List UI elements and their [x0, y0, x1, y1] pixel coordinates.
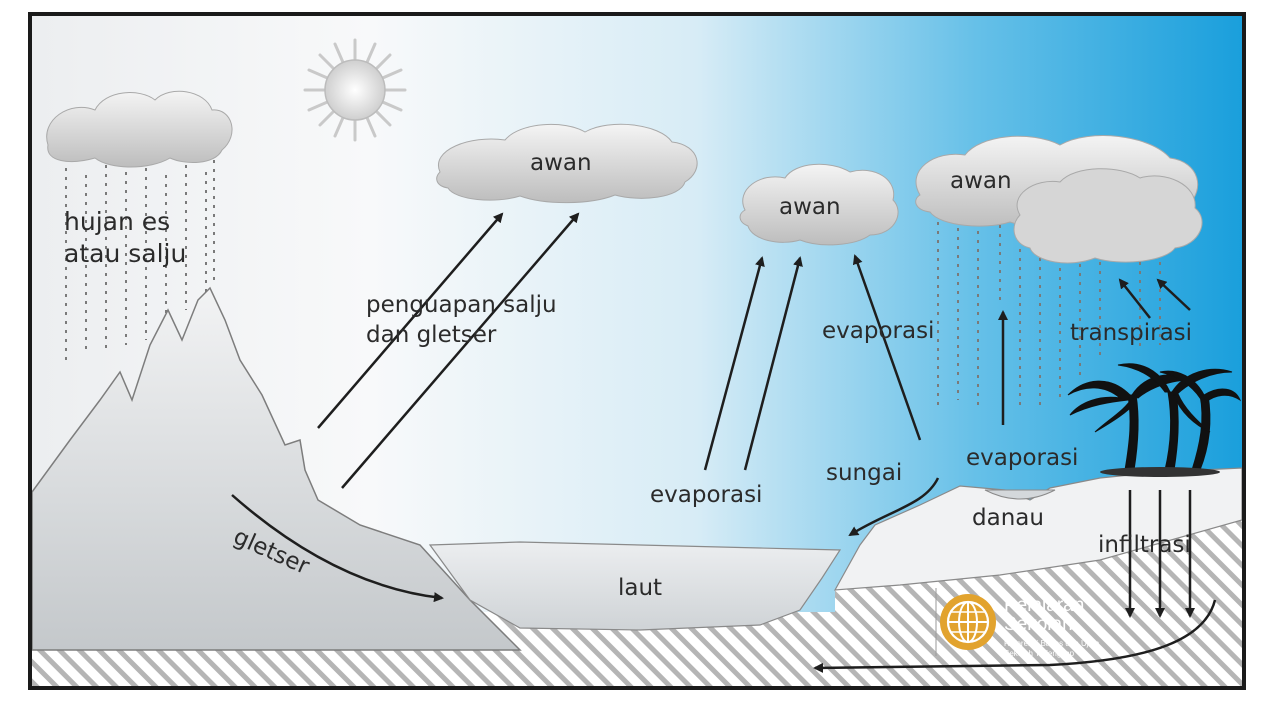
sea-label: laut: [618, 575, 662, 601]
globe-icon: [940, 594, 996, 650]
river-label: sungai: [826, 460, 902, 486]
sublimation-label-1: penguapan salju: [366, 292, 557, 318]
hail-snow-precipitation: [65, 160, 215, 360]
logo-name-2: Sekolah: [1004, 614, 1073, 635]
cloud-label-1: awan: [530, 150, 592, 176]
arrow-evaporation-mid: [852, 254, 922, 441]
arrows: [231, 212, 1217, 673]
infiltration-label: infiltrasi: [1098, 532, 1191, 558]
pelajaran-sekolah-logo: Pelajaran Sekolah Referensi Bahas dan Uj…: [935, 588, 1099, 658]
arrow-glacier-flow: [231, 494, 444, 603]
sun-icon: [303, 38, 407, 142]
cloud-awan-2: [739, 163, 899, 246]
arrow-transpiration-1: [1118, 278, 1151, 319]
arrow-transpiration-2: [1156, 278, 1191, 311]
sea: [428, 541, 842, 631]
arrow-sublimation-1: [317, 212, 504, 429]
frame-border: [28, 12, 1246, 690]
evaporation-sea-label: evaporasi: [650, 482, 762, 508]
hail-snow-label-2: atau salju: [64, 239, 186, 268]
logo-tagline-1: Referensi Bahas dan Ujian: [1004, 639, 1099, 648]
sublimation-label-2: dan gletser: [366, 322, 497, 348]
cloud-left: [46, 90, 233, 168]
cloud-awan-3: [915, 135, 1203, 264]
palm-trees-icon: [1067, 363, 1242, 477]
arrow-sublimation-2: [341, 212, 580, 489]
arrow-river-flow: [848, 477, 940, 537]
lake: [984, 489, 1056, 500]
evaporation-mid-label: evaporasi: [822, 318, 934, 344]
hail-snow-label-1: hujan es: [64, 207, 170, 236]
lake-label: danau: [972, 505, 1044, 531]
logo-tagline-2: Sekolah Terlengkap: [1004, 649, 1075, 658]
arrow-groundwater-flow: [813, 599, 1217, 673]
land-surface: [833, 467, 1242, 591]
rain-precipitation: [937, 222, 1161, 410]
evaporation-lake-label: evaporasi: [966, 445, 1078, 471]
snow-mountain: [32, 286, 522, 651]
cloud-awan-1: [436, 123, 698, 204]
arrow-evaporation-sea-2: [743, 256, 803, 471]
arrow-evaporation-sea-1: [703, 256, 765, 471]
logo-name-1: Pelajaran: [1004, 595, 1084, 616]
cloud-label-3: awan: [950, 168, 1012, 194]
transpiration-label: transpirasi: [1070, 320, 1192, 346]
cloud-label-2: awan: [779, 194, 841, 220]
